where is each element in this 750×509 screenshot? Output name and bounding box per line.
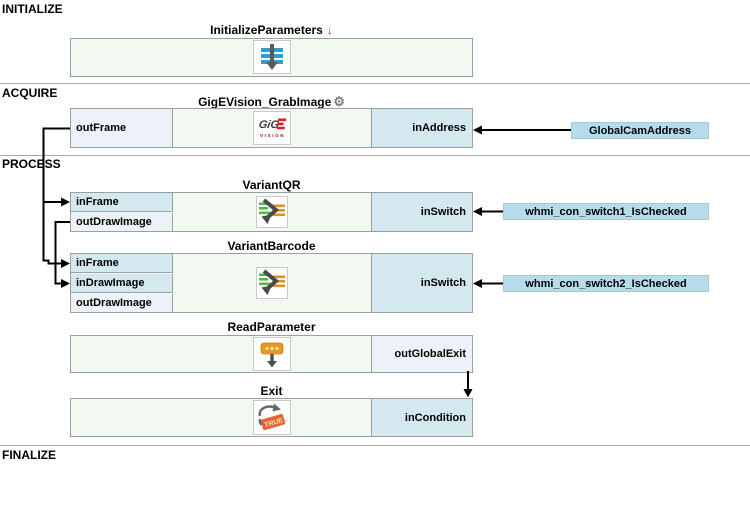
arrowhead-inswitch-barcode [473,279,482,288]
port-outdrawimage[interactable]: outDrawImage [71,213,173,231]
port-inaddress[interactable]: inAddress [371,109,472,147]
filter-title-variant-qr[interactable]: VariantQR [70,178,473,192]
initialize-parameters-icon[interactable] [253,40,291,74]
filter-block-read-parameter[interactable]: outGlobalExit [70,335,473,373]
section-label-initialize: INITIALIZE [2,2,63,16]
arrowhead-inswitch-qr [473,207,482,216]
filter-title-read-parameter[interactable]: ReadParameter [70,320,473,334]
connector-outdrawimage [54,221,70,285]
filter-block-gige-grabimage[interactable]: outFrame inAddress GiG VISION [70,108,473,148]
filter-title-initialize-parameters[interactable]: InitializeParameters↓ [70,23,473,37]
section-label-acquire: ACQUIRE [2,86,58,100]
filter-title-text: ReadParameter [227,320,316,334]
section-label-finalize: FINALIZE [2,448,56,462]
exit-true-icon[interactable]: TRUE [253,400,291,435]
filter-block-variant-barcode[interactable]: inFrame inDrawImage outDrawImage inSwitc… [70,253,473,313]
connector-outframe [42,127,70,265]
filter-title-gige-grabimage[interactable]: GigEVision_GrabImage⚙ [70,94,473,110]
svg-text:GiG: GiG [258,119,280,131]
variant-switch-icon-art [259,269,285,295]
global-variable-switch1[interactable]: whmi_con_switch1_IsChecked [503,203,709,220]
port-inframe[interactable]: inFrame [71,254,173,273]
variant-switch-icon[interactable] [256,267,288,299]
port-inframe[interactable]: inFrame [71,193,173,212]
port-outglobalexit[interactable]: outGlobalExit [371,336,472,372]
section-label-process: PROCESS [2,157,61,171]
filter-title-text: GigEVision_GrabImage [198,95,332,109]
filter-block-variant-qr[interactable]: inFrame outDrawImage inSwitch [70,192,473,232]
port-incondition[interactable]: inCondition [371,399,472,436]
arrowhead-indrawimage [61,279,70,288]
filter-title-text: VariantBarcode [227,239,316,253]
port-inswitch[interactable]: inSwitch [371,254,472,312]
filter-title-variant-barcode[interactable]: VariantBarcode [70,239,473,253]
filter-block-initialize-parameters[interactable] [70,38,473,77]
filter-title-text: VariantQR [242,178,301,192]
gear-icon[interactable]: ⚙ [333,94,345,109]
read-parameter-icon-art [260,342,284,368]
arrowhead-inaddress [473,125,482,135]
gige-vision-icon[interactable]: GiG VISION [253,111,291,145]
macro-step-arrow-icon: ↓ [326,23,333,37]
filter-title-text: Exit [260,384,283,398]
global-variable-switch2[interactable]: whmi_con_switch2_IsChecked [503,275,709,292]
port-inswitch[interactable]: inSwitch [371,193,472,231]
port-outdrawimage[interactable]: outDrawImage [71,294,173,312]
filter-title-text: InitializeParameters [210,23,323,37]
filter-title-exit[interactable]: Exit [70,384,473,398]
initialize-parameters-icon-art [261,44,283,70]
gige-vision-icon-art: GiG VISION [258,118,287,138]
variant-switch-icon-art [259,198,285,224]
port-outframe[interactable]: outFrame [71,109,173,147]
filter-block-exit[interactable]: inCondition TRUE [70,398,473,437]
section-divider-process [0,155,750,156]
global-variable-cam-address[interactable]: GlobalCamAddress [571,122,709,139]
port-indrawimage[interactable]: inDrawImage [71,274,173,293]
read-parameter-icon[interactable] [253,337,291,371]
exit-true-icon-art: TRUE [258,403,286,431]
arrowhead-inframe-barcode [61,259,70,268]
arrowhead-inframe-qr [61,197,70,207]
svg-text:VISION: VISION [260,133,285,138]
section-divider-acquire [0,83,750,84]
variant-switch-icon[interactable] [256,196,288,228]
section-divider-finalize [0,445,750,446]
